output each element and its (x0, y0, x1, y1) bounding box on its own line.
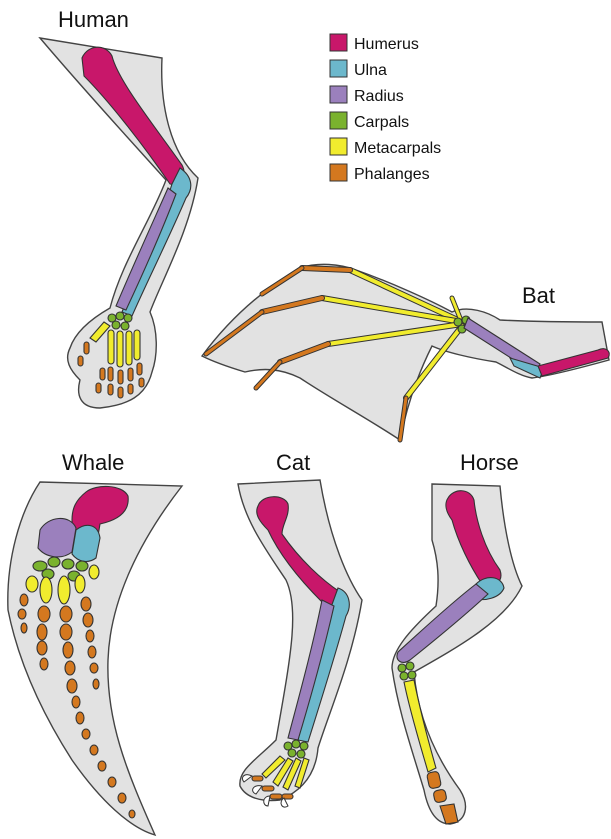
whale-phalanx (60, 624, 72, 640)
whale-metacarpal (58, 576, 70, 604)
cat-carpal (300, 742, 308, 750)
cat-carpal (297, 750, 305, 758)
whale-metacarpal (26, 576, 38, 592)
cat-leg: Cat (238, 450, 362, 807)
horse-carpal (406, 662, 414, 670)
human-carpal (121, 322, 129, 330)
legend-label-carpals: Carpals (354, 114, 409, 131)
human-metacarpal (126, 331, 132, 365)
whale-phalanx (21, 623, 27, 633)
whale-phalanx (20, 594, 28, 606)
cat-carpal (288, 749, 296, 757)
human-metacarpal (134, 330, 140, 360)
whale-phalanx (65, 661, 75, 675)
horse-carpal (400, 672, 408, 680)
whale-phalanx (90, 745, 98, 755)
whale-phalanx (118, 793, 126, 803)
cat-carpal (292, 740, 300, 748)
human-carpal (124, 314, 132, 322)
legend-label-metacarpals: Metacarpals (354, 140, 441, 157)
cat-phalanx (252, 776, 263, 781)
legend: Humerus Ulna Radius Carpals Metacarpals … (330, 34, 441, 183)
whale-flipper: Whale (8, 450, 182, 835)
horse-carpal (408, 671, 416, 679)
legend-swatch-metacarpals (330, 138, 347, 155)
horse-phalanx (433, 789, 447, 803)
cat-phalanx (270, 794, 282, 799)
bat-title: Bat (522, 283, 555, 308)
whale-carpal (48, 557, 60, 567)
whale-carpal (76, 561, 88, 571)
human-phalanx (118, 387, 123, 398)
whale-phalanx (86, 630, 94, 642)
human-metacarpal (117, 331, 123, 367)
whale-metacarpal (75, 575, 85, 593)
human-phalanx (108, 384, 113, 395)
human-phalanx (128, 368, 133, 381)
human-carpal (116, 312, 124, 320)
whale-phalanx (98, 761, 106, 771)
whale-phalanx (81, 597, 91, 611)
whale-phalanx (72, 696, 80, 708)
human-metacarpal (108, 330, 114, 364)
whale-phalanx (37, 624, 47, 640)
human-carpal (112, 321, 120, 329)
whale-phalanx (82, 729, 90, 739)
legend-swatch-phalanges (330, 164, 347, 181)
human-arm: Human (40, 7, 198, 408)
whale-phalanx (83, 613, 93, 627)
whale-phalanx (38, 606, 50, 622)
human-phalanx (118, 370, 123, 384)
whale-phalanx (60, 606, 72, 622)
whale-phalanx (90, 663, 98, 673)
whale-phalanx (93, 679, 99, 689)
human-phalanx (128, 384, 133, 394)
human-title: Human (58, 7, 129, 32)
human-phalanx (96, 383, 101, 393)
legend-swatch-radius (330, 86, 347, 103)
cat-title: Cat (276, 450, 310, 475)
legend-swatch-ulna (330, 60, 347, 77)
whale-phalanx (76, 712, 84, 724)
legend-swatch-humerus (330, 34, 347, 51)
human-phalanx (137, 363, 142, 375)
whale-phalanx (40, 658, 48, 670)
legend-label-radius: Radius (354, 88, 404, 105)
horse-leg: Horse (392, 450, 522, 824)
horse-title: Horse (460, 450, 519, 475)
whale-phalanx (18, 609, 26, 619)
legend-swatch-carpals (330, 112, 347, 129)
human-phalanx (78, 356, 83, 366)
horse-carpal (398, 664, 406, 672)
cat-claw (264, 796, 270, 806)
whale-title: Whale (62, 450, 124, 475)
whale-phalanx (37, 641, 47, 655)
cat-phalanx (262, 786, 274, 791)
whale-phalanx (88, 646, 96, 658)
legend-label-phalanges: Phalanges (354, 166, 430, 183)
whale-phalanx (129, 810, 135, 818)
legend-label-ulna: Ulna (354, 62, 387, 79)
whale-phalanx (67, 679, 77, 693)
whale-ulna (72, 525, 100, 561)
human-phalanx (108, 367, 113, 381)
whale-phalanx (63, 642, 73, 658)
bat-phalanx (302, 268, 350, 270)
whale-carpal (62, 559, 74, 569)
legend-label-humerus: Humerus (354, 36, 419, 53)
human-phalanx (100, 368, 105, 380)
whale-metacarpal (40, 577, 52, 603)
bat-wing: Bat (202, 264, 609, 440)
whale-metacarpal (89, 565, 99, 579)
human-phalanx (84, 342, 89, 354)
whale-phalanx (108, 777, 116, 787)
human-phalanx (139, 378, 144, 387)
